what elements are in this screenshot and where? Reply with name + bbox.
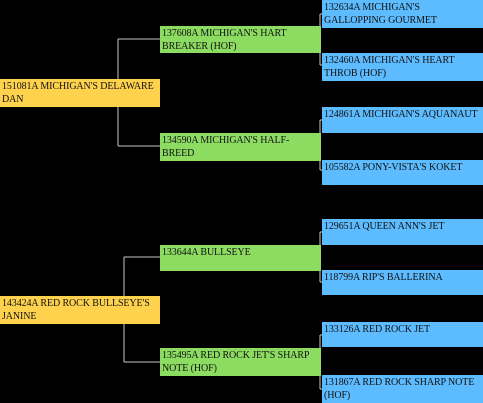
bottom-sire-sire-label: 129651A QUEEN ANN'S JET [324, 221, 445, 232]
bottom-subject-box[interactable]: 143424A RED ROCK BULLSEYE'S JANINE [0, 296, 160, 324]
bottom-sire-sire-box[interactable]: 129651A QUEEN ANN'S JET [322, 219, 483, 245]
top-sire-sire-box[interactable]: 132634A MICHIGAN'S GALLOPPING GOURMET [322, 0, 483, 28]
bottom-dam-sire-box[interactable]: 133126A RED ROCK JET [322, 322, 483, 347]
top-sire-dam-label: 132460A MICHIGAN'S HEART THROB (HOF) [324, 55, 455, 79]
top-sire-box[interactable]: 137608A MICHIGAN'S HART BREAKER (HOF) [160, 26, 321, 53]
bottom-dam-dam-box[interactable]: 131867A RED ROCK SHARP NOTE (HOF) [322, 375, 483, 403]
bottom-subject-label: 143424A RED ROCK BULLSEYE'S JANINE [2, 298, 150, 322]
top-dam-box[interactable]: 134590A MICHIGAN'S HALF-BREED [160, 133, 321, 161]
top-dam-dam-label: 105582A PONY-VISTA'S KOKET [324, 162, 463, 173]
bottom-dam-sire-label: 133126A RED ROCK JET [324, 324, 431, 335]
bottom-sire-box[interactable]: 133644A BULLSEYE [160, 245, 321, 271]
bottom-sire-dam-box[interactable]: 118799A RIP'S BALLERINA [322, 270, 483, 295]
top-sire-dam-box[interactable]: 132460A MICHIGAN'S HEART THROB (HOF) [322, 53, 483, 81]
top-subject-label: 151081A MICHIGAN'S DELAWARE DAN [2, 81, 154, 105]
bottom-dam-box[interactable]: 135495A RED ROCK JET'S SHARP NOTE (HOF) [160, 348, 321, 376]
top-sire-sire-label: 132634A MICHIGAN'S GALLOPPING GOURMET [324, 2, 437, 26]
bottom-dam-dam-label: 131867A RED ROCK SHARP NOTE (HOF) [324, 377, 475, 401]
bottom-dam-label: 135495A RED ROCK JET'S SHARP NOTE (HOF) [162, 350, 309, 374]
top-dam-sire-box[interactable]: 124861A MICHIGAN'S AQUANAUT [322, 107, 483, 133]
top-dam-label: 134590A MICHIGAN'S HALF-BREED [162, 135, 290, 159]
top-subject-box[interactable]: 151081A MICHIGAN'S DELAWARE DAN [0, 79, 160, 107]
top-sire-label: 137608A MICHIGAN'S HART BREAKER (HOF) [162, 28, 287, 52]
top-dam-dam-box[interactable]: 105582A PONY-VISTA'S KOKET [322, 160, 483, 185]
bottom-sire-label: 133644A BULLSEYE [162, 247, 251, 258]
top-dam-sire-label: 124861A MICHIGAN'S AQUANAUT [324, 109, 478, 120]
bottom-sire-dam-label: 118799A RIP'S BALLERINA [324, 272, 443, 283]
